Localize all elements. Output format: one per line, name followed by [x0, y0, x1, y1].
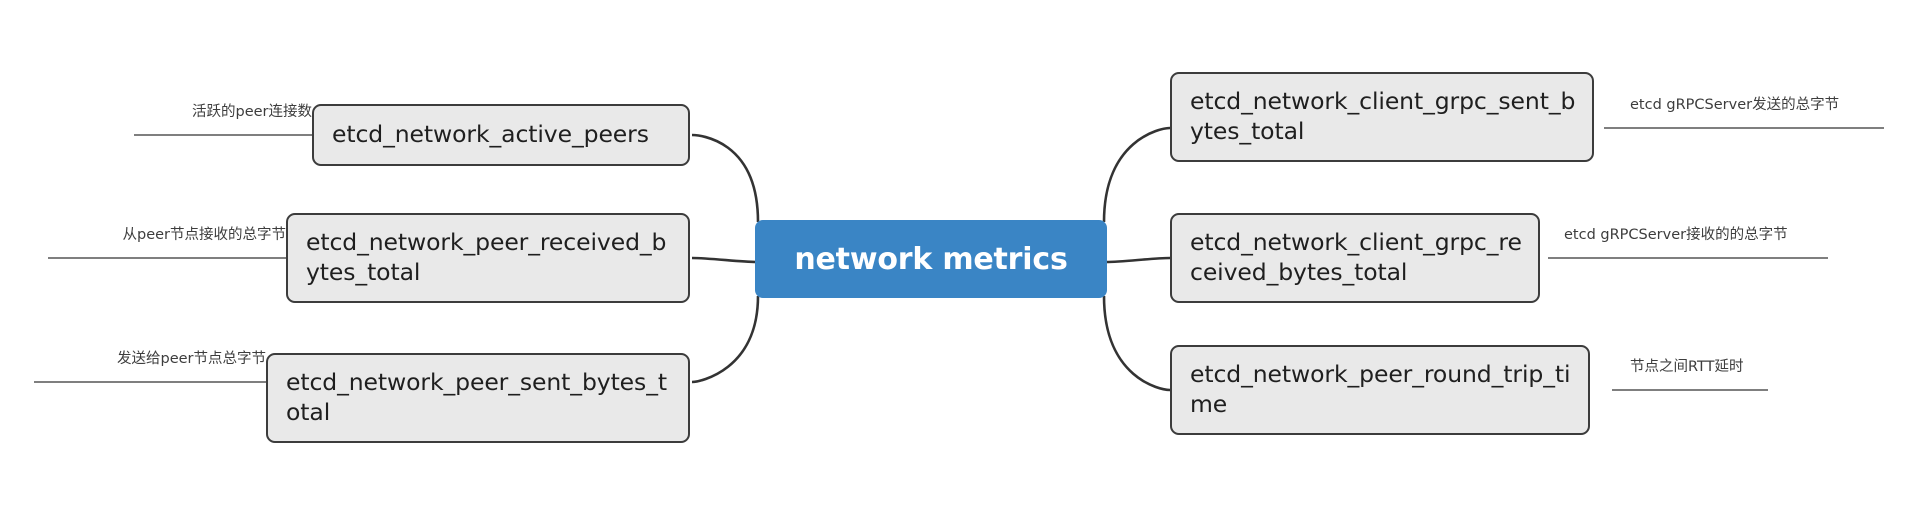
- edge-label-text: 活跃的peer连接数: [191, 104, 312, 120]
- edge-label-left-peer-sent: 发送给peer节点总字节: [34, 352, 266, 373]
- edge-label-text: 节点之间RTT延时: [1630, 359, 1744, 375]
- node-etcd-network-peer-received-bytes-total[interactable]: etcd_network_peer_received_bytes_total: [286, 213, 690, 303]
- node-label: etcd_network_active_peers: [332, 119, 649, 148]
- edge-center-to-left-2: [691, 256, 757, 264]
- node-etcd-network-client-grpc-received-bytes-total[interactable]: etcd_network_client_grpc_received_bytes_…: [1170, 213, 1540, 303]
- edge-label-text: etcd gRPCServer发送的总字节: [1630, 97, 1840, 113]
- edge-label-text: etcd gRPCServer接收的的总字节: [1564, 227, 1788, 243]
- edge-label-left-peer-received: 从peer节点接收的总字节: [48, 228, 286, 249]
- edge-label-text: 发送给peer节点总字节: [116, 351, 266, 367]
- edge-center-to-left-1: [691, 133, 760, 223]
- node-etcd-network-peer-sent-bytes-total[interactable]: etcd_network_peer_sent_bytes_total: [266, 353, 690, 443]
- node-etcd-network-peer-round-trip-time[interactable]: etcd_network_peer_round_trip_time: [1170, 345, 1590, 435]
- edge-label-text: 从peer节点接收的总字节: [122, 227, 286, 243]
- node-etcd-network-client-grpc-sent-bytes-total[interactable]: etcd_network_client_grpc_sent_bytes_tota…: [1170, 72, 1594, 162]
- center-node-network-metrics[interactable]: network metrics: [755, 220, 1107, 298]
- edge-label-right-grpc-sent: etcd gRPCServer发送的总字节: [1630, 98, 1910, 119]
- edge-label-right-grpc-received: etcd gRPCServer接收的的总字节: [1564, 228, 1854, 249]
- node-etcd-network-active-peers[interactable]: etcd_network_active_peers: [312, 104, 690, 166]
- node-label: etcd_network_client_grpc_received_bytes_…: [1190, 227, 1522, 286]
- edge-center-to-right-2: [1105, 256, 1171, 264]
- node-label: etcd_network_peer_received_bytes_total: [306, 227, 667, 286]
- node-label: etcd_network_client_grpc_sent_bytes_tota…: [1190, 86, 1576, 145]
- node-label: etcd_network_peer_round_trip_time: [1190, 359, 1571, 418]
- center-node-label: network metrics: [794, 241, 1068, 277]
- edge-center-to-left-3: [691, 295, 760, 384]
- edge-center-to-right-3: [1102, 295, 1171, 392]
- edge-label-left-active-peers: 活跃的peer连接数: [134, 105, 312, 126]
- edge-center-to-right-1: [1102, 126, 1171, 223]
- edge-label-right-round-trip: 节点之间RTT延时: [1630, 360, 1830, 381]
- node-label: etcd_network_peer_sent_bytes_total: [286, 367, 667, 426]
